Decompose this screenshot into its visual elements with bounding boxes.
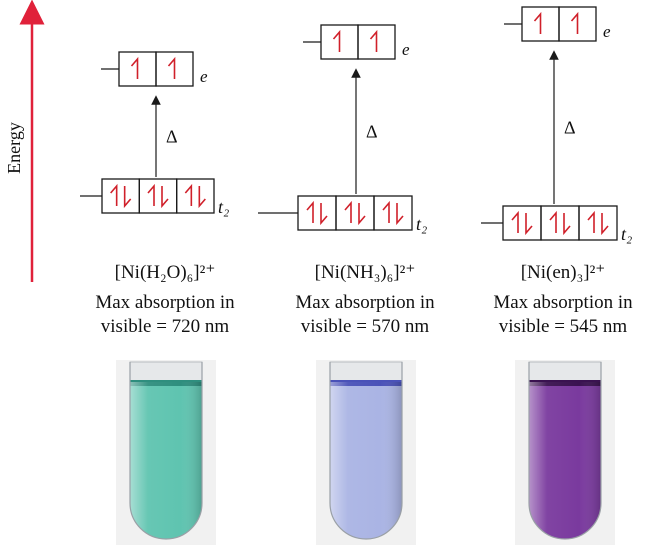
t2-orbital-box xyxy=(578,205,618,241)
tube-outline xyxy=(329,362,403,540)
spin-up-electron xyxy=(306,200,314,223)
t2-orbital-box xyxy=(335,195,375,231)
spin-down-electron xyxy=(198,186,206,209)
spin-down-electron xyxy=(320,203,328,226)
test-tube-photo xyxy=(116,360,216,545)
spin-down-electron xyxy=(396,203,404,226)
glass-highlight xyxy=(330,382,402,539)
glass-highlight xyxy=(130,382,202,539)
spin-up-electron xyxy=(511,210,519,233)
spin-up-electron xyxy=(369,29,378,52)
t2-orbital-box xyxy=(297,195,337,231)
complex-column: e t₂ Δ [Ni(NH₃)₆]²⁺ Max absorption in visible… xyxy=(258,24,435,545)
spin-down-electron xyxy=(123,186,132,209)
energy-axis-label: Energy xyxy=(4,122,24,174)
t2-level-label: t₂ xyxy=(416,214,427,234)
t2-orbital-box xyxy=(373,195,413,231)
e-orbital-box xyxy=(357,24,396,60)
e-level-label: e xyxy=(200,67,208,86)
t2-orbital-box xyxy=(540,205,580,241)
spin-up-electron xyxy=(167,56,176,79)
spin-up-electron xyxy=(110,183,118,206)
absorption-text-line-2: visible = 720 nm xyxy=(101,316,230,337)
energy-axis: Energy xyxy=(4,0,45,282)
e-level-label: e xyxy=(402,40,410,59)
spin-up-electron xyxy=(570,11,579,34)
complex-formula: [Ni(en)₃]²⁺ xyxy=(521,262,606,283)
test-tube-photo xyxy=(515,360,615,545)
spin-down-electron xyxy=(601,213,609,236)
spin-up-electron xyxy=(147,183,155,206)
spin-up-electron xyxy=(332,29,341,52)
absorption-text-line-1: Max absorption in xyxy=(295,292,435,313)
spin-up-electron xyxy=(382,200,390,223)
spin-up-electron xyxy=(587,210,595,233)
spin-down-electron xyxy=(161,186,169,209)
glass-highlight xyxy=(529,382,601,539)
t2-orbital-box xyxy=(502,205,542,241)
spin-down-electron xyxy=(358,203,366,226)
tube-outline xyxy=(129,362,203,540)
complex-column: e t₂ Δ [Ni(en)₃]²⁺ Max absorption in visible … xyxy=(481,6,633,545)
delta-label: Δ xyxy=(564,118,576,138)
spin-down-electron xyxy=(563,213,571,236)
e-orbital-box xyxy=(558,6,597,42)
spin-up-electron xyxy=(130,56,139,79)
e-level-label: e xyxy=(603,22,611,41)
test-tube-photo xyxy=(316,360,416,545)
t2-orbital-box xyxy=(176,178,215,214)
absorption-text-line-2: visible = 545 nm xyxy=(499,316,628,337)
spin-up-electron xyxy=(184,183,193,206)
complex-formula: [Ni(NH₃)₆]²⁺ xyxy=(315,262,416,283)
t2-level-label: t₂ xyxy=(218,197,229,217)
complex-formula: [Ni(H₂O)₆]²⁺ xyxy=(115,262,216,283)
delta-label: Δ xyxy=(366,122,378,142)
e-orbital-box xyxy=(155,51,194,87)
tube-outline xyxy=(528,362,602,540)
spin-up-electron xyxy=(344,200,352,223)
absorption-text-line-2: visible = 570 nm xyxy=(301,316,430,337)
delta-label: Δ xyxy=(166,127,178,147)
complex-column: e t₂ Δ [Ni(H₂O)₆]²⁺ Max absorption in visible… xyxy=(80,51,235,545)
absorption-text-line-1: Max absorption in xyxy=(95,292,235,313)
spin-up-electron xyxy=(533,11,542,34)
absorption-text-line-1: Max absorption in xyxy=(493,292,633,313)
t2-orbital-box xyxy=(138,178,178,214)
spin-down-electron xyxy=(525,213,533,236)
spin-up-electron xyxy=(549,210,557,233)
t2-orbital-box xyxy=(101,178,140,214)
t2-level-label: t₂ xyxy=(621,224,632,244)
